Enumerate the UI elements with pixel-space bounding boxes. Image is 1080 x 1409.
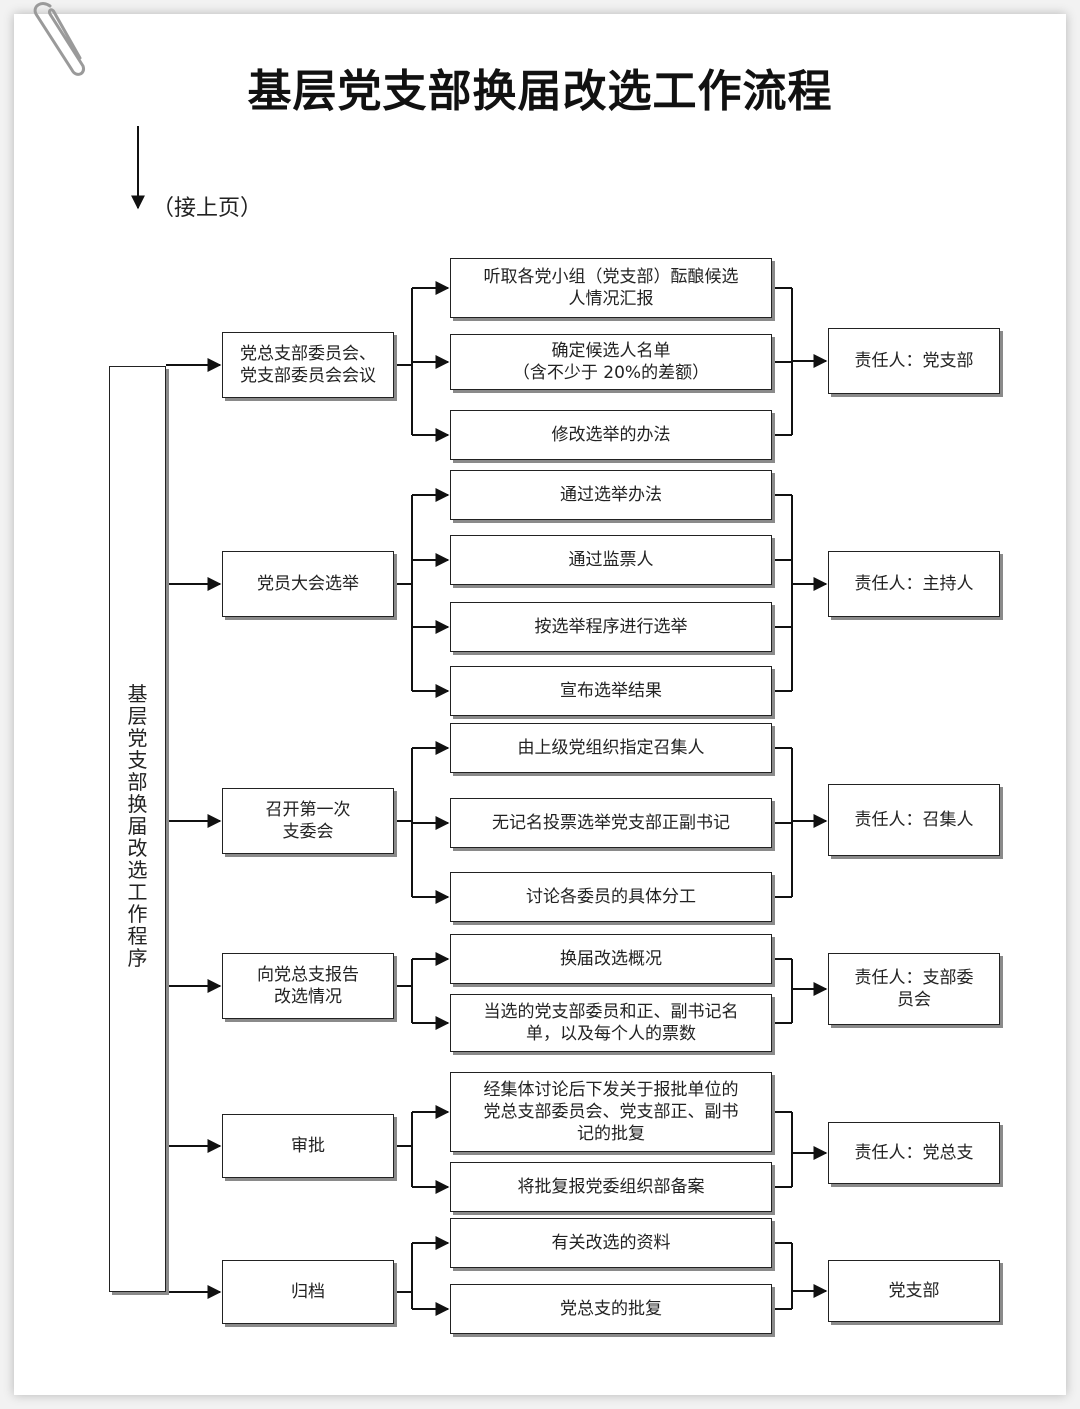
step-box: 由上级党组织指定召集人 <box>450 723 772 773</box>
stage-box: 向党总支报告 改选情况 <box>222 953 394 1019</box>
owner-box: 责任人：党支部 <box>828 328 1000 394</box>
stage-box: 审批 <box>222 1114 394 1178</box>
stage-box: 召开第一次 支委会 <box>222 788 394 854</box>
side-label: 基层党支部换届改选工作程序 <box>127 682 148 970</box>
step-box: 修改选举的办法 <box>450 410 772 460</box>
step-box: 经集体讨论后下发关于报批单位的 党总支部委员会、党支部正、副书 记的批复 <box>450 1072 772 1152</box>
page-title: 基层党支部换届改选工作流程 <box>247 66 833 117</box>
side-label-box: 基层党支部换届改选工作程序 <box>109 366 166 1292</box>
owner-box: 责任人：主持人 <box>828 551 1000 617</box>
step-box: 无记名投票选举党支部正副书记 <box>450 798 772 848</box>
step-box: 宣布选举结果 <box>450 666 772 716</box>
step-box: 有关改选的资料 <box>450 1218 772 1268</box>
step-box: 确定候选人名单 （含不少于 20%的差额） <box>450 334 772 390</box>
stage-box: 归档 <box>222 1260 394 1324</box>
step-box: 通过选举办法 <box>450 470 772 520</box>
step-box: 讨论各委员的具体分工 <box>450 872 772 922</box>
stage-box: 党员大会选举 <box>222 551 394 617</box>
owner-box: 党支部 <box>828 1260 1000 1322</box>
step-box: 换届改选概况 <box>450 934 772 984</box>
paperclip-icon <box>33 2 86 76</box>
step-box: 按选举程序进行选举 <box>450 602 772 652</box>
stage-box: 党总支部委员会、 党支部委员会会议 <box>222 332 394 398</box>
continued-label: （接上页） <box>152 196 263 221</box>
step-box: 党总支的批复 <box>450 1284 772 1334</box>
owner-box: 责任人：召集人 <box>828 784 1000 856</box>
step-box: 听取各党小组（党支部）酝酿候选 人情况汇报 <box>450 258 772 318</box>
step-box: 当选的党支部委员和正、副书记名 单，以及每个人的票数 <box>450 994 772 1052</box>
step-box: 将批复报党委组织部备案 <box>450 1162 772 1212</box>
owner-box: 责任人：支部委 员会 <box>828 953 1000 1025</box>
owner-box: 责任人：党总支 <box>828 1122 1000 1184</box>
step-box: 通过监票人 <box>450 535 772 585</box>
